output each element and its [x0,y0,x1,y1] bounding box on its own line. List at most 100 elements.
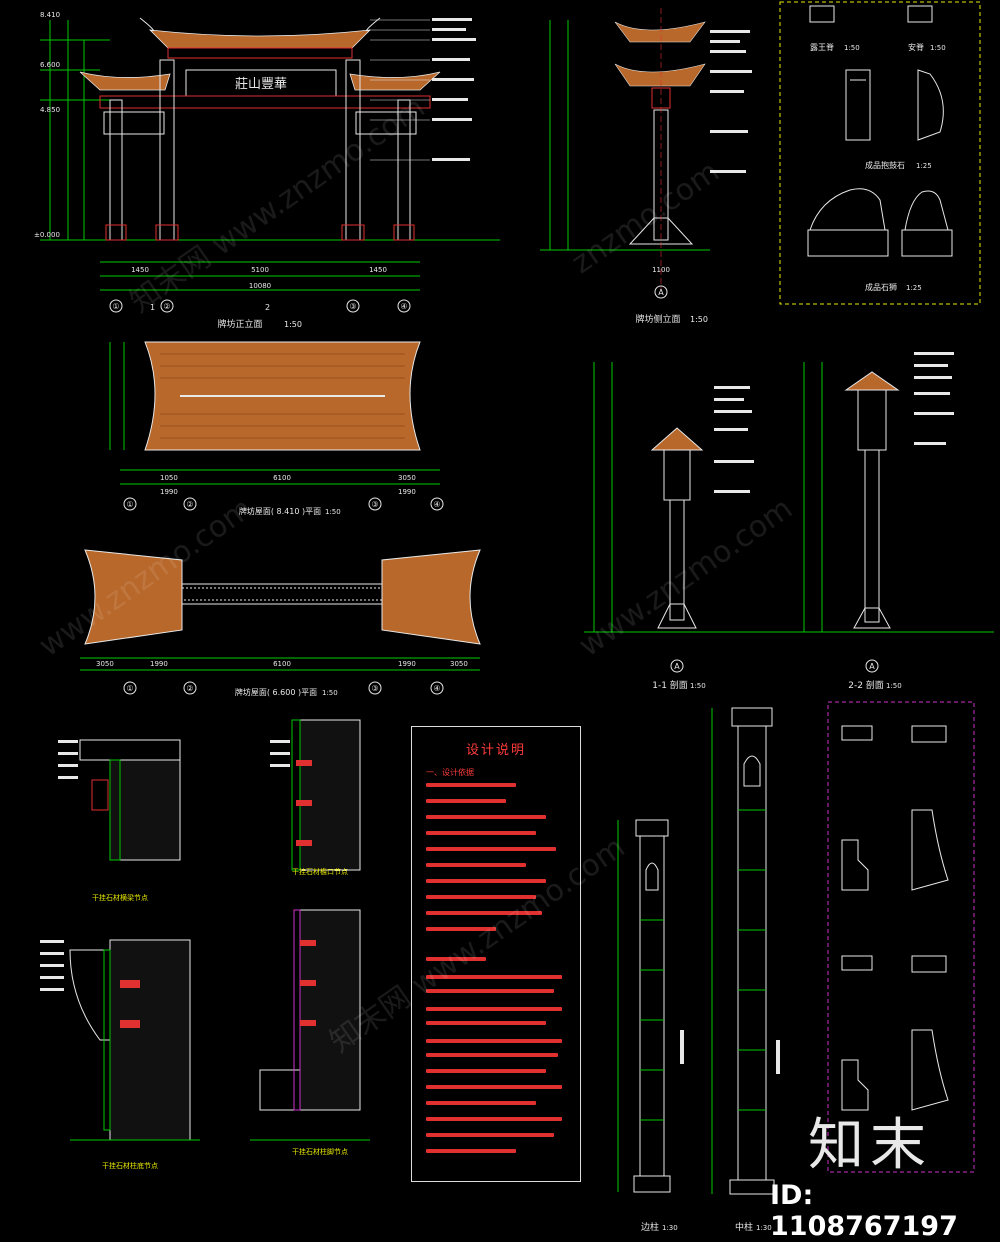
plaque-text: 莊山豐華 [235,77,287,92]
notes-line [426,815,546,819]
notes-line [426,863,526,867]
elev-0: ±0.000 [34,231,60,239]
column-scale-edge: 1:30 [662,1224,678,1232]
dim-1450-right: 1450 [369,266,387,274]
detail-scale-3: 1:25 [916,162,932,170]
notes-line [426,1021,546,1025]
notes-line [426,895,536,899]
column-caption-middle: 中柱 [735,1221,753,1233]
roof-bottom-axis-3: ③ [371,684,378,693]
watermark-logo: 知末 [808,1113,932,1178]
side-axis-a: A [658,288,664,297]
notes-line [426,1149,516,1153]
roof-plans-panel: ① ② ③ ④ 1050 1990 6100 1990 3050 牌坊屋面( 8… [0,332,552,698]
axis-label-3: ③ [349,302,356,311]
roof-bottom-caption: 牌坊屋面( 6.600 )平面 [235,687,317,697]
node-caption-2: 干挂石材檐口节点 [292,867,348,876]
roof-bottom-axis-2: ② [186,684,193,693]
roof-bottom-dim-3: 6100 [273,660,291,668]
roof-top-scale: 1:50 [325,508,341,516]
design-notes-heading: 一、设计依据 [426,768,474,777]
sections-drawing: A A 1-1 剖面 1:50 2-2 剖面 1:50 [584,352,994,691]
sections-panel: A A 1-1 剖面 1:50 2-2 剖面 1:50 [554,332,1000,698]
notes-line [426,1039,562,1043]
elev-6600: 6.600 [40,61,60,69]
watermark-id: ID: 1108767197 [770,1180,958,1242]
notes-line [426,1007,562,1011]
detail-scale-1: 1:50 [844,44,860,52]
roof-bottom-scale: 1:50 [322,689,338,697]
notes-line [426,911,542,915]
roof-bottom-dim-2: 1990 [150,660,168,668]
axis-label-4: ④ [400,302,407,311]
roof-top-dim-2: 1990 [160,488,178,496]
section-right-caption: 2-2 剖面 [848,679,884,691]
detail-scale-4: 1:25 [906,284,922,292]
nodes-panel: 干挂石材横梁节点 干挂石材檐口节点 干挂石材柱底节点 干挂石材柱脚节点 [0,700,400,1236]
dim-1450-left: 1450 [131,266,149,274]
axis-label-1: ① [112,302,119,311]
roof-top-dim-5: 3050 [398,474,416,482]
roof-top-dim-1: 1050 [160,474,178,482]
design-notes-box: 设计说明 一、设计依据 [411,726,581,1182]
roof-bottom-axis-1: ① [126,684,133,693]
detail-scale-2: 1:50 [930,44,946,52]
roof-top-axis-1: ① [126,500,133,509]
roof-top-dim-3: 6100 [273,474,291,482]
notes-line [426,847,556,851]
columns-drawing: 边柱 1:30 中柱 1:30 [617,701,975,1233]
roof-bottom-axis-4: ④ [433,684,440,693]
notes-line [426,1117,562,1121]
side-dim: 1100 [652,266,670,274]
design-notes-title: 设计说明 [465,743,526,758]
stone-details-drawing: 露王脊 1:50 安脊 1:50 成品抱鼓石 1:25 成品石狮 1:25 [779,1,981,305]
roof-top-axis-3: ③ [371,500,378,509]
notes-line [426,831,536,835]
front-elevation-panel: ① ② ③ ④ 1 2 莊山豐華 8.410 6.600 4.850 ±0.00… [0,0,530,330]
node-caption-3: 干挂石材柱底节点 [102,1161,158,1170]
roof-bottom-dim-1: 3050 [96,660,114,668]
notes-line [426,975,562,979]
front-elevation-caption: 牌坊正立面 [217,318,262,330]
elev-8410: 8.410 [40,11,60,19]
roof-bottom-dim-4: 1990 [398,660,416,668]
detail-label-2: 安脊 [908,42,924,52]
front-elevation-drawing: ① ② ③ ④ 1 2 莊山豐華 8.410 6.600 4.850 ±0.00… [34,11,500,330]
notes-line [426,879,546,883]
roof-top-axis-4: ④ [433,500,440,509]
axis-group-1: 1 [150,303,155,312]
side-elevation-scale: 1:50 [690,315,708,324]
dim-5100: 5100 [251,266,269,274]
column-caption-edge: 边柱 [641,1221,659,1233]
section-left-axis: A [674,662,680,671]
column-scale-middle: 1:30 [756,1224,772,1232]
node-caption-4: 干挂石材柱脚节点 [292,1147,348,1156]
side-elevation-caption: 牌坊侧立面 [635,313,680,325]
detail-label-3: 成品抱鼓石 [865,160,905,170]
notes-line [426,1069,546,1073]
notes-line [426,957,486,961]
side-elevation-panel: A 1100 牌坊侧立面 1:50 [530,0,770,330]
section-right-scale: 1:50 [886,682,902,690]
notes-line [426,1085,562,1089]
notes-line [426,927,496,931]
nodes-drawing: 干挂石材横梁节点 干挂石材檐口节点 干挂石材柱底节点 干挂石材柱脚节点 [40,719,370,1170]
node-caption-1: 干挂石材横梁节点 [92,893,148,902]
detail-label-4: 成品石狮 [865,282,897,292]
columns-panel: 边柱 1:30 中柱 1:30 [588,700,1000,1236]
roof-top-axis-2: ② [186,500,193,509]
detail-label-1: 露王脊 [810,42,834,52]
axis-label-2: ② [163,302,170,311]
notes-line [426,783,516,787]
dim-total: 10080 [249,282,271,290]
section-left-scale: 1:50 [690,682,706,690]
roof-plans-drawing: ① ② ③ ④ 1050 1990 6100 1990 3050 牌坊屋面( 8… [80,341,481,697]
roof-top-caption: 牌坊屋面( 8.410 )平面 [239,506,321,516]
stone-details-panel: 露王脊 1:50 安脊 1:50 成品抱鼓石 1:25 成品石狮 1:25 [770,0,1000,330]
roof-bottom-dim-5: 3050 [450,660,468,668]
notes-line [426,1133,554,1137]
elev-4850: 4.850 [40,106,60,114]
side-elevation-drawing: A 1100 牌坊侧立面 1:50 [540,8,752,325]
notes-line [426,989,554,993]
front-elevation-scale: 1:50 [284,320,302,329]
